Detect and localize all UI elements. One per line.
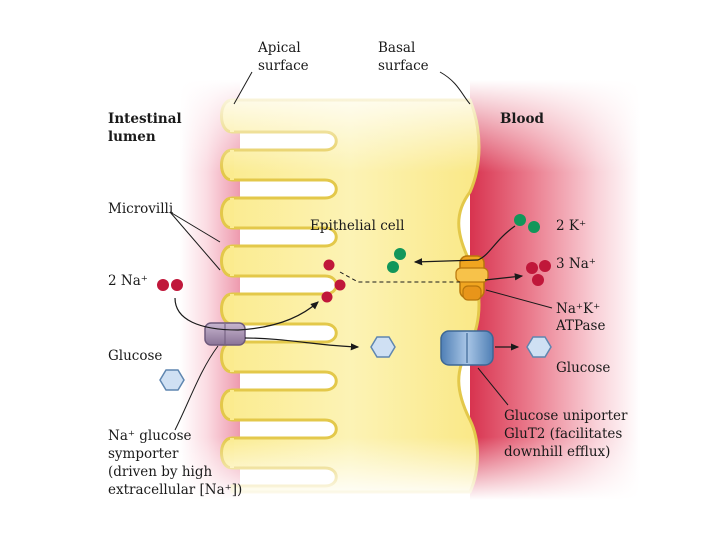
atpase-label-1: Na⁺K⁺ (556, 301, 600, 317)
top-bottom-fade (180, 80, 640, 500)
sodium-entry-arrow (174, 297, 319, 331)
atpase-label-2: ATPase (555, 318, 605, 334)
atpase-leader (485, 289, 553, 309)
apical-surface-label-1: Apical (257, 40, 301, 56)
sodium-ions-cytoplasm (321, 259, 346, 303)
potassium-in-arrow (413, 225, 516, 266)
glucose-blood-label: Glucose (556, 360, 610, 376)
glucose-lumen-icon (159, 369, 185, 391)
uniporter-label-1: Glucose uniporter (504, 408, 628, 424)
na-k-atpase-icon (455, 255, 489, 301)
epithelial-cell-label: Epithelial cell (310, 218, 404, 234)
symporter-label-3: (driven by high (108, 464, 212, 480)
microvilli-leader-2 (169, 211, 221, 271)
sodium-ions-blood (526, 260, 551, 286)
na-glucose-symporter-icon (204, 322, 246, 346)
sodium-blood-label: 3 Na⁺ (556, 256, 596, 272)
glucose-entry-arrow (244, 337, 360, 351)
uniporter-leader (477, 367, 509, 406)
basal-surface-label-2: surface (378, 58, 429, 74)
glucose-uniporter-icon (440, 330, 494, 366)
microvilli-leader-1 (169, 211, 221, 243)
potassium-label: 2 K⁺ (556, 218, 586, 234)
symporter-label-2: symporter (108, 446, 179, 462)
intestinal-lumen-label-1: Intestinal (108, 111, 182, 127)
symporter-leader (174, 345, 219, 431)
symporter-label-4: extracellular [Na⁺]) (108, 482, 242, 498)
apical-leader (233, 71, 253, 105)
blood-label: Blood (500, 111, 545, 127)
intestinal-lumen-label-2: lumen (108, 129, 156, 145)
glucose-blood-icon (526, 336, 552, 358)
uniporter-label-2: GluT2 (facilitates (504, 426, 622, 442)
potassium-ions-blood (514, 214, 540, 233)
glucose-lumen-label: Glucose (108, 348, 162, 364)
basal-leader (439, 71, 471, 105)
sodium-lumen-label: 2 Na⁺ (108, 273, 148, 289)
microvilli-label: Microvilli (108, 201, 174, 217)
uniporter-label-3: downhill efflux) (504, 444, 610, 460)
sodium-out-arrow (484, 273, 524, 281)
basal-surface-label-1: Basal (378, 40, 415, 56)
apical-surface-label-2: surface (258, 58, 309, 74)
potassium-ions-cytoplasm (387, 248, 406, 273)
symporter-label-1: Na⁺ glucose (108, 428, 192, 444)
sodium-ions-lumen (157, 279, 183, 291)
glucose-cytoplasm-icon (370, 336, 396, 358)
